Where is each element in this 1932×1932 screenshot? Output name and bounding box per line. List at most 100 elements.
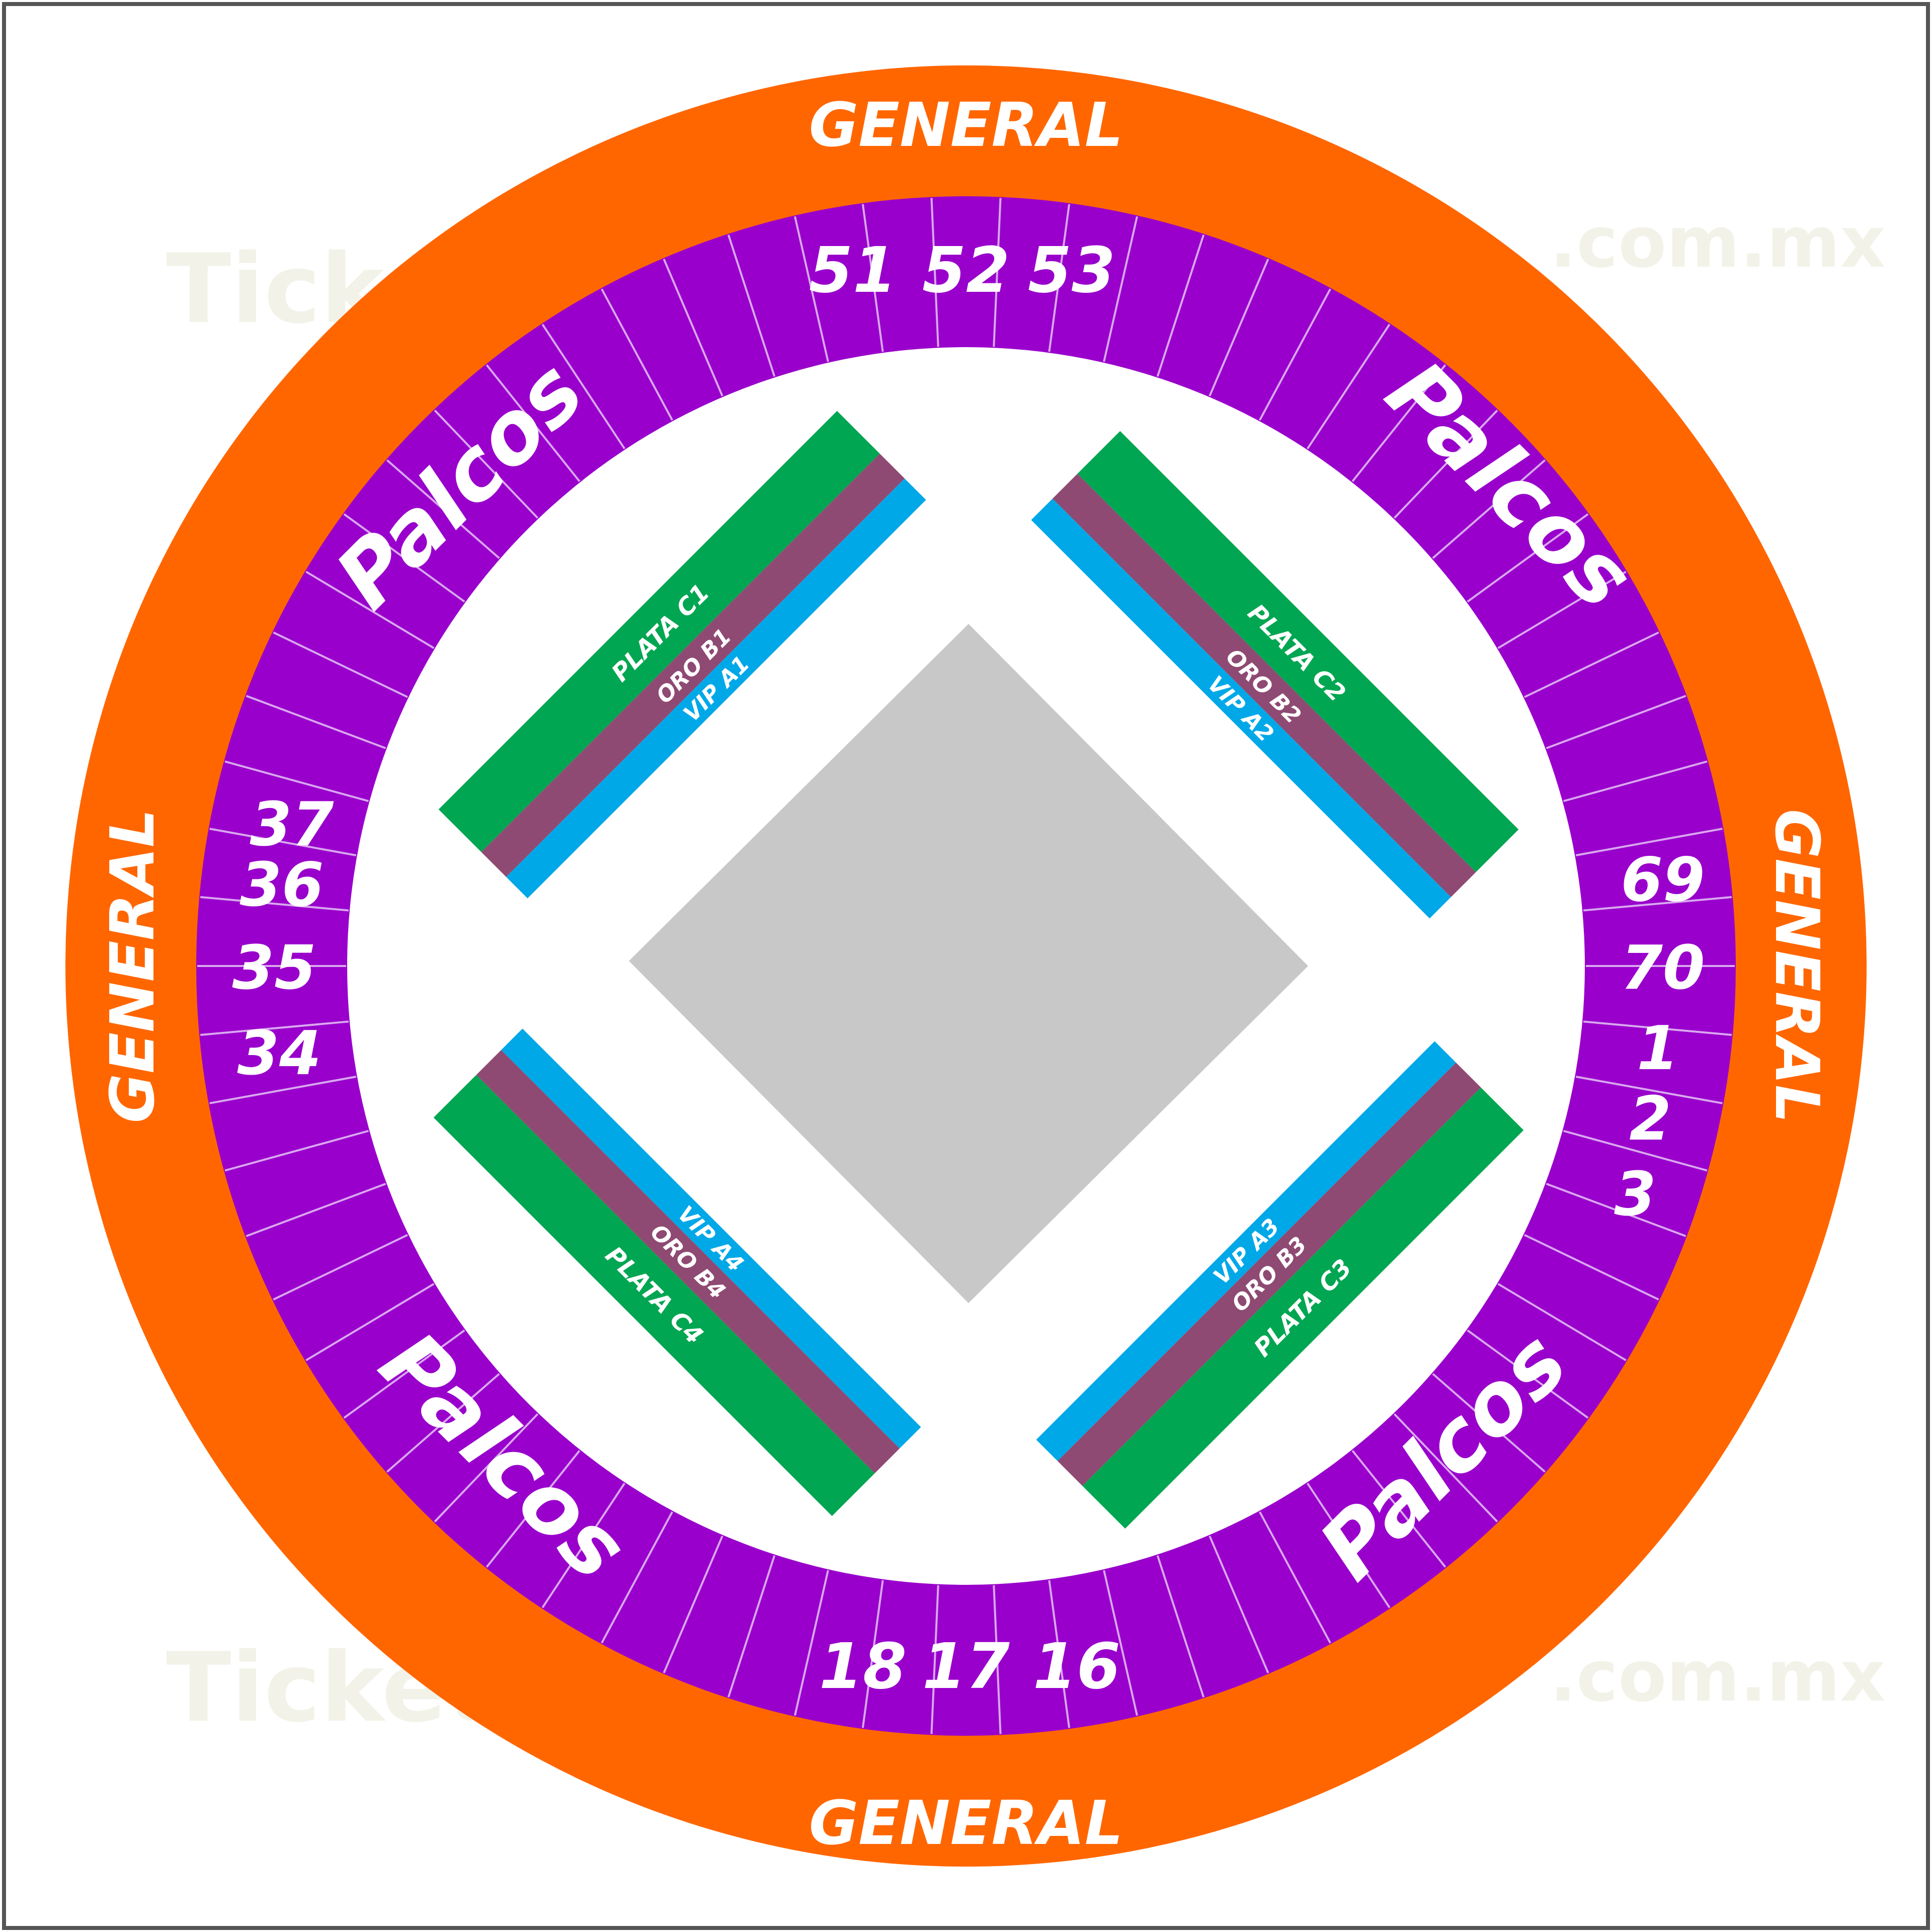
section-divider [209, 828, 357, 856]
section-divider [1524, 1234, 1659, 1301]
zone-plata-c2[interactable] [1077, 431, 1519, 872]
section-52[interactable]: 52 [922, 234, 1010, 307]
general-label-left: GENERAL [98, 809, 168, 1123]
section-divider [663, 259, 723, 396]
section-divider [1156, 234, 1205, 377]
section-divider [930, 198, 939, 347]
section-divider [1103, 216, 1138, 362]
section-divider [601, 1511, 673, 1644]
section-numbers-right: 69 70 1 2 3 [1614, 845, 1705, 1230]
section-divider [1546, 1183, 1686, 1237]
section-divider [434, 410, 539, 519]
zone-block-4: VIP A4 ORO B4 PLATA C4 [433, 1028, 921, 1516]
general-label-bottom: GENERAL [809, 1789, 1123, 1859]
section-1[interactable]: 1 [1637, 1014, 1679, 1084]
section-divider [1209, 1536, 1269, 1673]
section-divider [305, 571, 435, 649]
zone-block-3: VIP A3 ORO B3 PLATA C3 [1036, 1041, 1524, 1529]
section-divider [200, 896, 349, 912]
section-divider [1351, 1450, 1446, 1568]
zone-oro-b3[interactable] [1057, 1062, 1481, 1486]
section-divider [993, 198, 1002, 347]
zone-vip-a4[interactable] [501, 1028, 921, 1448]
section-divider [486, 1450, 581, 1568]
section-divider [727, 234, 776, 377]
section-35[interactable]: 35 [232, 933, 316, 1003]
section-divider [794, 1570, 829, 1716]
section-numbers-top: 51 52 53 [809, 234, 1115, 307]
section-divider [930, 1585, 939, 1734]
section-divider [1575, 1076, 1723, 1104]
section-divider [273, 631, 408, 698]
zone-plata-c1[interactable] [438, 411, 880, 852]
section-divider [1048, 1580, 1071, 1728]
section-69[interactable]: 69 [1621, 845, 1705, 915]
section-divider [1497, 1283, 1627, 1361]
section-53[interactable]: 53 [1028, 234, 1115, 307]
section-divider [1351, 364, 1446, 482]
palcos-section-dividers [197, 198, 1735, 1734]
zone-vip-a1[interactable] [506, 478, 926, 899]
section-divider [1432, 459, 1546, 559]
section-divider [386, 1373, 500, 1473]
section-37[interactable]: 37 [250, 790, 334, 860]
general-label-right: GENERAL [1761, 809, 1831, 1123]
section-18[interactable]: 18 [819, 1630, 907, 1703]
section-divider [663, 1536, 723, 1673]
zone-vip-a2[interactable] [1031, 499, 1451, 919]
section-16[interactable]: 16 [1033, 1630, 1120, 1703]
section-divider [541, 1483, 625, 1608]
section-divider [1583, 1020, 1732, 1036]
zone-vip-a3[interactable] [1036, 1041, 1456, 1461]
section-divider [209, 1076, 357, 1104]
section-17[interactable]: 17 [922, 1630, 1010, 1703]
section-divider [246, 1183, 386, 1237]
section-2[interactable]: 2 [1629, 1084, 1671, 1154]
zone-oro-b2[interactable] [1052, 473, 1476, 898]
section-divider [1209, 259, 1269, 396]
section-divider [1575, 828, 1723, 856]
section-divider [1467, 513, 1589, 603]
section-34[interactable]: 34 [237, 1019, 321, 1089]
section-numbers-left: 37 36 35 34 [232, 790, 334, 1089]
section-divider [1432, 1373, 1546, 1473]
section-divider [1103, 1570, 1138, 1716]
section-divider [273, 1234, 408, 1301]
section-divider [727, 1555, 776, 1698]
zone-oro-b1[interactable] [481, 453, 905, 877]
section-divider [1307, 324, 1391, 449]
section-divider [861, 204, 884, 352]
zone-block-2: PLATA C2 ORO B2 VIP A2 [1031, 431, 1519, 919]
section-divider [386, 459, 500, 559]
section-51[interactable]: 51 [809, 234, 897, 307]
section-divider [794, 216, 829, 362]
zone-plata-c3[interactable] [1082, 1087, 1524, 1529]
section-divider [434, 1413, 539, 1522]
section-divider [343, 1329, 465, 1419]
section-divider [486, 364, 581, 482]
section-36[interactable]: 36 [240, 850, 324, 920]
section-divider [1393, 1413, 1498, 1522]
watermark-domain: .com.mx [1550, 202, 1886, 284]
section-divider [993, 1585, 1002, 1734]
section-70[interactable]: 70 [1621, 933, 1705, 1003]
section-divider [861, 1580, 884, 1728]
section-divider [224, 760, 369, 802]
zone-oro-b4[interactable] [476, 1050, 900, 1474]
stage-area [629, 624, 1308, 1303]
section-divider [1467, 1329, 1589, 1419]
watermark-domain: .com.mx [1550, 1636, 1886, 1718]
section-divider [305, 1283, 435, 1361]
section-divider [200, 1020, 349, 1036]
section-divider [1393, 410, 1498, 519]
section-divider [1156, 1555, 1205, 1698]
section-divider [1563, 1130, 1708, 1172]
section-divider [1307, 1483, 1391, 1608]
zone-plata-c4[interactable] [433, 1075, 875, 1516]
zone-block-1: PLATA C1 ORO B1 VIP A1 [438, 411, 926, 899]
section-divider [246, 695, 386, 749]
section-divider [343, 513, 465, 603]
section-3[interactable]: 3 [1614, 1160, 1656, 1230]
section-divider [224, 1130, 369, 1172]
